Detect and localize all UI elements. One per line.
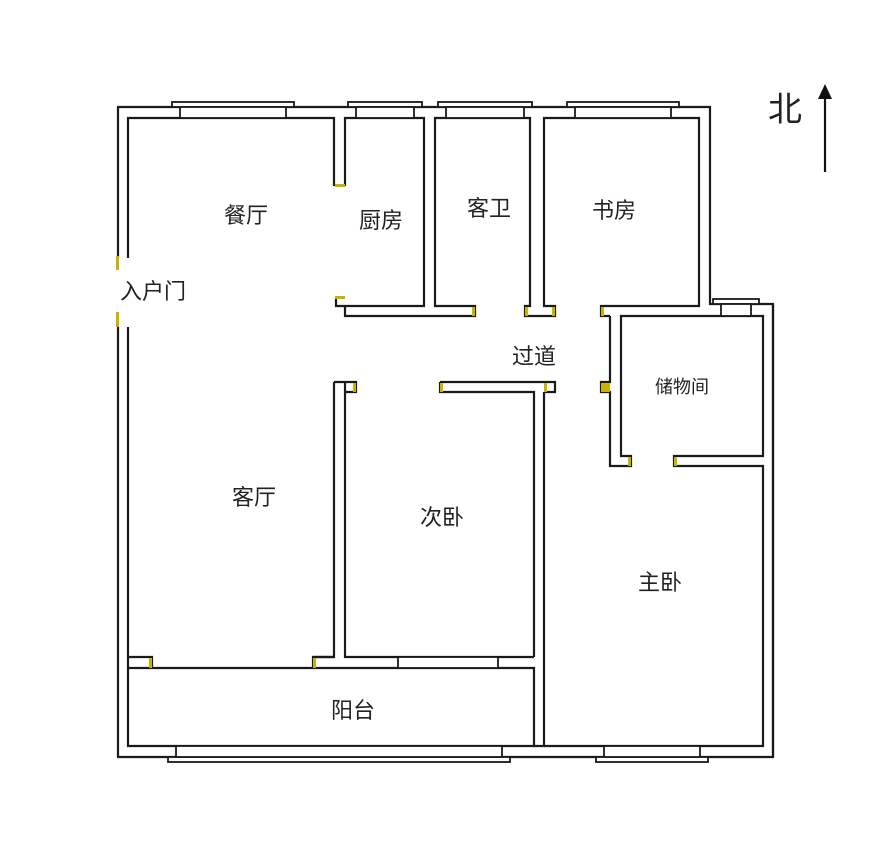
- room-label-second-bedroom: 次卧: [420, 506, 464, 531]
- north-compass: 北: [768, 84, 832, 172]
- room-label-storage: 储物间: [655, 377, 709, 398]
- north-label: 北: [768, 90, 802, 130]
- room-label-dining: 餐厅: [224, 204, 268, 229]
- room-label-kitchen: 厨房: [359, 209, 403, 234]
- north-arrowhead-icon: [818, 84, 832, 99]
- room-label-living: 客厅: [232, 486, 276, 511]
- windows: [167, 101, 760, 763]
- entrance-opening: [116, 256, 119, 327]
- room-label-entrance: 入户门: [120, 280, 186, 305]
- room-label-hallway: 过道: [512, 345, 556, 370]
- room-label-balcony: 阳台: [331, 699, 375, 724]
- door-jambs: [149, 184, 677, 668]
- room-label-guest-bath: 客卫: [467, 197, 511, 222]
- room-label-master-bedroom: 主卧: [638, 571, 682, 596]
- room-label-study: 书房: [592, 199, 636, 224]
